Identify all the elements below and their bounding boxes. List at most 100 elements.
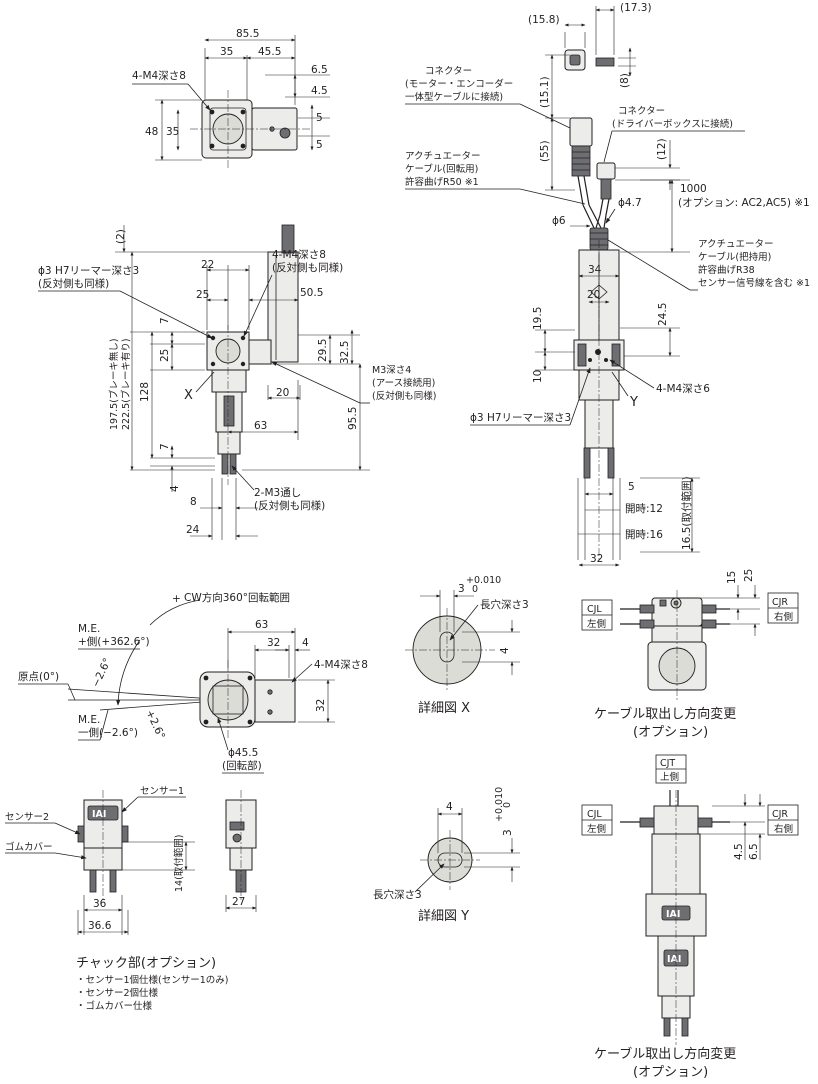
chuck-opt3: ・ゴムカバー仕様 bbox=[76, 1000, 153, 1012]
cd1-cjr: CJR bbox=[772, 597, 788, 608]
svg-text:ケーブル(把持用): ケーブル(把持用) bbox=[698, 251, 771, 263]
svg-text:右側: 右側 bbox=[774, 823, 793, 835]
dim-4-front: 4 bbox=[169, 485, 181, 492]
dim-7b: 7 bbox=[159, 443, 171, 450]
dim-63-front: 63 bbox=[254, 420, 267, 432]
chuck-opt1: ・センサー1個仕様(センサー1のみ) bbox=[76, 974, 229, 986]
cd1-dim-25: 25 bbox=[743, 569, 755, 582]
cd1-dim-15: 15 bbox=[726, 571, 738, 584]
note-4-m4-depth8-top: 4-M4深さ8 bbox=[132, 70, 186, 82]
detail-x-note: 長穴深さ3 bbox=[480, 598, 529, 611]
dim-22: 22 bbox=[201, 259, 214, 271]
dim-197-5: 197.5(ブレーキ無し) bbox=[108, 338, 120, 430]
cd2-caption: ケーブル取出し方向変更 bbox=[594, 1046, 736, 1062]
dim-6-5: 6.5 bbox=[311, 64, 328, 76]
dim-20-side: 20 bbox=[587, 289, 600, 301]
detail-x: 3 +0.010 0 長穴深さ3 4 詳細図 X bbox=[405, 575, 529, 716]
note-phi3-side: ϕ3 H7リーマー深さ3 bbox=[470, 412, 571, 424]
svg-text:左側: 左側 bbox=[587, 823, 606, 835]
detail-x-caption: 詳細図 X bbox=[418, 700, 470, 716]
chuck-rubber: ゴムカバー bbox=[5, 841, 53, 853]
cd2-dim-6-5: 6.5 bbox=[748, 843, 760, 860]
svg-text:(オプション): (オプション) bbox=[633, 1065, 708, 1080]
svg-text:+0.010: +0.010 bbox=[494, 787, 505, 822]
dim-34: 34 bbox=[588, 264, 602, 276]
chuck-logo: IAI bbox=[92, 809, 106, 820]
cd2-cjt: CJT bbox=[660, 758, 675, 769]
svg-text:コネクター: コネクター bbox=[425, 66, 472, 77]
chuck-option: IAI センサー1 センサー2 ゴムカバー 14(取付範囲) 36 bbox=[5, 786, 257, 1012]
dim-5-side: 5 bbox=[628, 481, 635, 493]
detail-y-dim-3: 3 bbox=[502, 829, 514, 836]
connector-motor-label: コネクター (モーター・エンコーダー 一体型ケーブルに接続) (15.1) (5… bbox=[405, 54, 575, 191]
dim-95-5: 95.5 bbox=[347, 407, 359, 430]
svg-text:許容曲げR38: 許容曲げR38 bbox=[698, 264, 755, 276]
open-16: 開時:16 bbox=[625, 529, 663, 541]
dim-5b: 5 bbox=[316, 139, 323, 151]
dim-63-rot: 63 bbox=[255, 619, 268, 631]
dim-24-front: 24 bbox=[186, 524, 200, 536]
dim-50-5: 50.5 bbox=[300, 287, 323, 299]
dim-55: (55) bbox=[539, 140, 551, 162]
dim-17-3: (17.3) bbox=[620, 2, 652, 14]
svg-text:一側(−2.6°): 一側(−2.6°) bbox=[78, 726, 138, 739]
note-4-m4-depth8-rot: 4-M4深さ8 bbox=[314, 659, 368, 671]
cd2-logo-2: IAI bbox=[667, 954, 681, 965]
dim-8-front: 8 bbox=[190, 496, 197, 508]
cd1-cjl: CJL bbox=[587, 604, 602, 615]
label-y: Y bbox=[629, 395, 638, 410]
cable-length-note: 1000 (オプション: AC2,AC5) ※1 ϕ4.7 ϕ6 bbox=[552, 179, 810, 253]
svg-text:右側: 右側 bbox=[774, 611, 793, 623]
chuck-dim-36-6: 36.6 bbox=[88, 920, 112, 932]
svg-text:(アース接続用): (アース接続用) bbox=[372, 377, 435, 389]
svg-text:上側: 上側 bbox=[660, 771, 679, 783]
svg-text:ケーブル(回転用): ケーブル(回転用) bbox=[405, 163, 478, 175]
front-view: (2) 22 25 50.5 ϕ3 H7リーマー深さ3 (反対側も同様) 4-M… bbox=[38, 224, 436, 540]
chuck-opt2: ・センサー2個仕様 bbox=[76, 987, 159, 999]
detail-y-caption: 詳細図 Y bbox=[418, 908, 469, 924]
svg-text:(回転部): (回転部) bbox=[222, 759, 262, 772]
svg-text:(反対側も同様): (反対側も同様) bbox=[372, 390, 436, 402]
cable-direction-option-2: CJT 上側 IAI IAI 4.5 6.5 CJL 左側 CJR bbox=[581, 754, 799, 1080]
dim-48: 48 bbox=[145, 126, 158, 138]
note-m3: M3深さ4 bbox=[372, 365, 411, 376]
dim-35: 35 bbox=[220, 46, 233, 58]
cable-grip-label: アクチュエーター ケーブル(把持用) 許容曲げR38 センサー信号線を含む ※1 bbox=[607, 239, 810, 291]
cd2-cjr: CJR bbox=[772, 809, 788, 820]
dim-12: (12) bbox=[656, 138, 668, 160]
detail-y-note: 長穴深さ3 bbox=[373, 888, 422, 901]
dim-25-h: 25 bbox=[196, 289, 209, 301]
open-12: 開時:12 bbox=[625, 503, 663, 515]
cable-top-detail: (15.8) (17.3) (8) bbox=[528, 2, 652, 88]
cd2-dim-4-5: 4.5 bbox=[733, 843, 745, 860]
chuck-title: チャック部(オプション) bbox=[76, 956, 216, 971]
chuck-dim-36: 36 bbox=[93, 898, 107, 910]
dim-1000-option: (オプション: AC2,AC5) ※1 bbox=[678, 197, 810, 209]
dim-20-front: 20 bbox=[276, 387, 289, 399]
dim-32-rot-v: 32 bbox=[315, 699, 327, 712]
angle-pos: +2.6° bbox=[143, 708, 167, 741]
dim-25-v: 25 bbox=[159, 349, 171, 362]
detail-x-dim-4: 4 bbox=[499, 647, 511, 654]
origin: 原点(0°) bbox=[18, 671, 59, 683]
cd2-logo: IAI bbox=[666, 909, 680, 920]
dim-24-5: 24.5 bbox=[657, 303, 669, 326]
me-plus: M.E. bbox=[78, 623, 100, 635]
svg-text:(反対側も同様): (反対側も同様) bbox=[38, 277, 109, 290]
svg-text:+側(+362.6°): +側(+362.6°) bbox=[78, 635, 150, 648]
svg-text:(反対側も同様): (反対側も同様) bbox=[254, 499, 325, 512]
cable-direction-option-1: 15 25 CJL 左側 CJR 右側 ケーブル取出し方向変更 (オプション) bbox=[581, 569, 799, 740]
cable-rotation-label: アクチュエーター ケーブル(回転用) 許容曲げR50 ※1 bbox=[405, 151, 586, 205]
svg-text:アクチュエーター: アクチュエーター bbox=[405, 151, 481, 162]
chuck-sensor1: センサー1 bbox=[140, 786, 184, 797]
svg-text:一体型ケーブルに接続): 一体型ケーブルに接続) bbox=[405, 91, 503, 103]
svg-text:+: + bbox=[172, 593, 181, 605]
svg-text:0: 0 bbox=[472, 584, 478, 595]
cd2-cjl: CJL bbox=[587, 809, 602, 820]
dim-19-5: 19.5 bbox=[532, 307, 544, 330]
chuck-sensor2: センサー2 bbox=[5, 812, 49, 823]
dim-35v: 35 bbox=[166, 126, 179, 138]
dim-8: (8) bbox=[619, 73, 631, 88]
svg-text:(ドライバーボックスに接続): (ドライバーボックスに接続) bbox=[612, 118, 733, 130]
dim-32-side: 32 bbox=[590, 553, 603, 565]
